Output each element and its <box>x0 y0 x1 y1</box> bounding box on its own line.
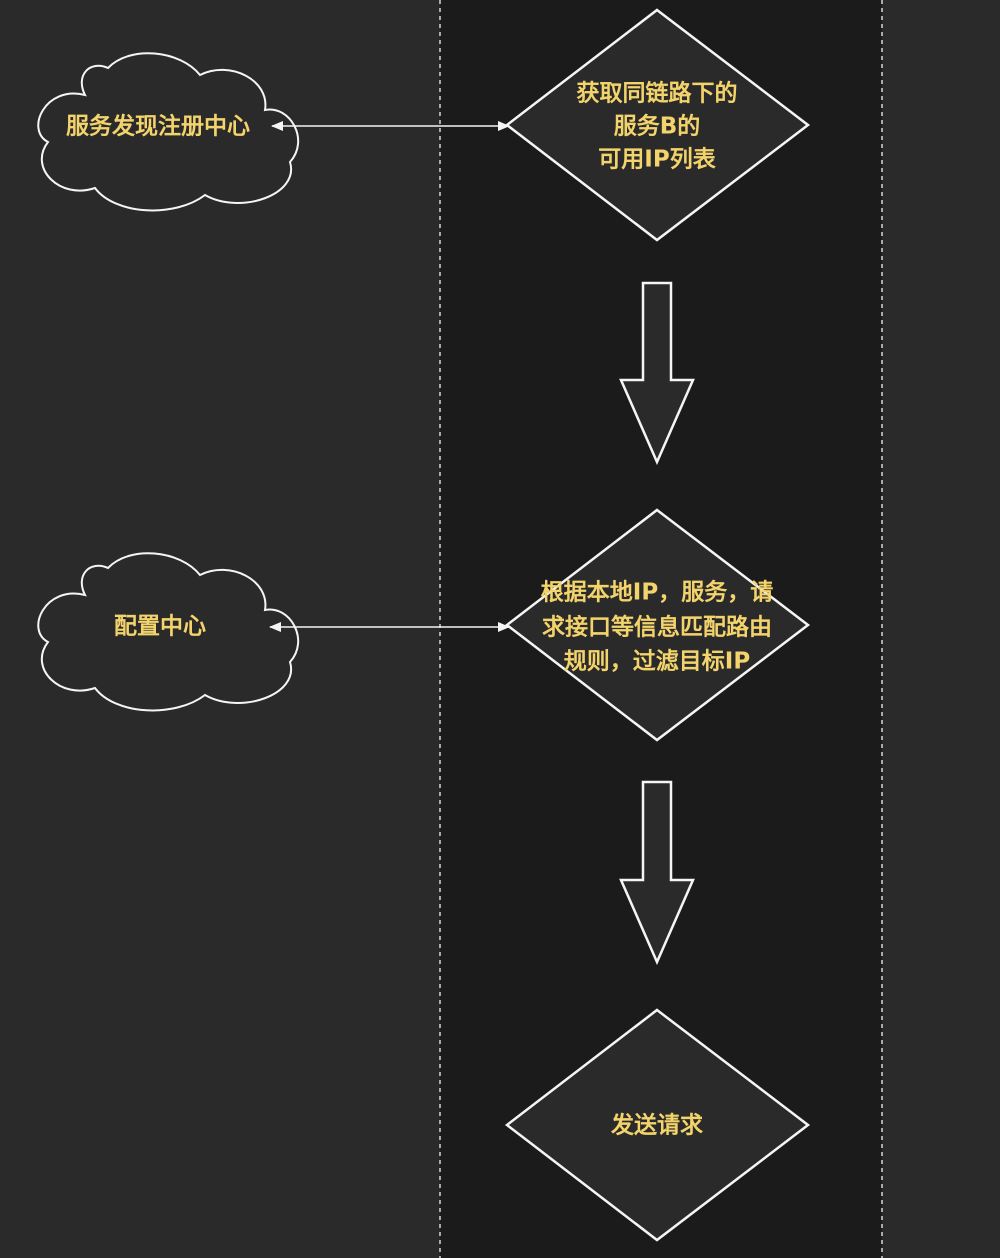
decision-filter-ip[interactable]: 根据本地IP，服务，请 求接口等信息匹配路由 规则，过滤目标IP <box>504 508 811 742</box>
config-cloud-shape <box>37 552 300 712</box>
decision-send-request-label: 发送请求 <box>610 1112 703 1139</box>
decision-filter-ip-line-3: 规则，过滤目标IP <box>564 649 750 675</box>
decision-get-ip-list[interactable]: 获取同链路下的 服务B的 可用IP列表 <box>504 8 811 242</box>
registry-cloud-shape <box>37 52 300 212</box>
decision-filter-ip-shape <box>504 508 811 742</box>
decision-send-request[interactable]: 发送请求 <box>504 1008 811 1242</box>
flow-arrow-1 <box>619 281 695 466</box>
decision-get-ip-list-line-3: 可用IP列表 <box>598 147 716 173</box>
decision-filter-ip-line-2: 求接口等信息匹配路由 <box>542 614 772 641</box>
right-lane <box>882 0 1000 1258</box>
decision-get-ip-list-line-2: 服务B的 <box>614 113 701 140</box>
config-cloud-label: 配置中心 <box>114 614 206 640</box>
config-cloud[interactable]: 配置中心 <box>37 552 300 712</box>
registry-cloud[interactable]: 服务发现注册中心 <box>37 52 300 212</box>
decision-filter-ip-line-1: 根据本地IP，服务，请 <box>541 580 773 606</box>
decision-send-request-shape <box>504 1008 811 1242</box>
decision-get-ip-list-line-1: 获取同链路下的 <box>577 80 738 107</box>
registry-cloud-label: 服务发现注册中心 <box>66 113 250 140</box>
flow-arrow-2 <box>619 780 695 966</box>
decision-get-ip-list-shape <box>504 8 811 242</box>
